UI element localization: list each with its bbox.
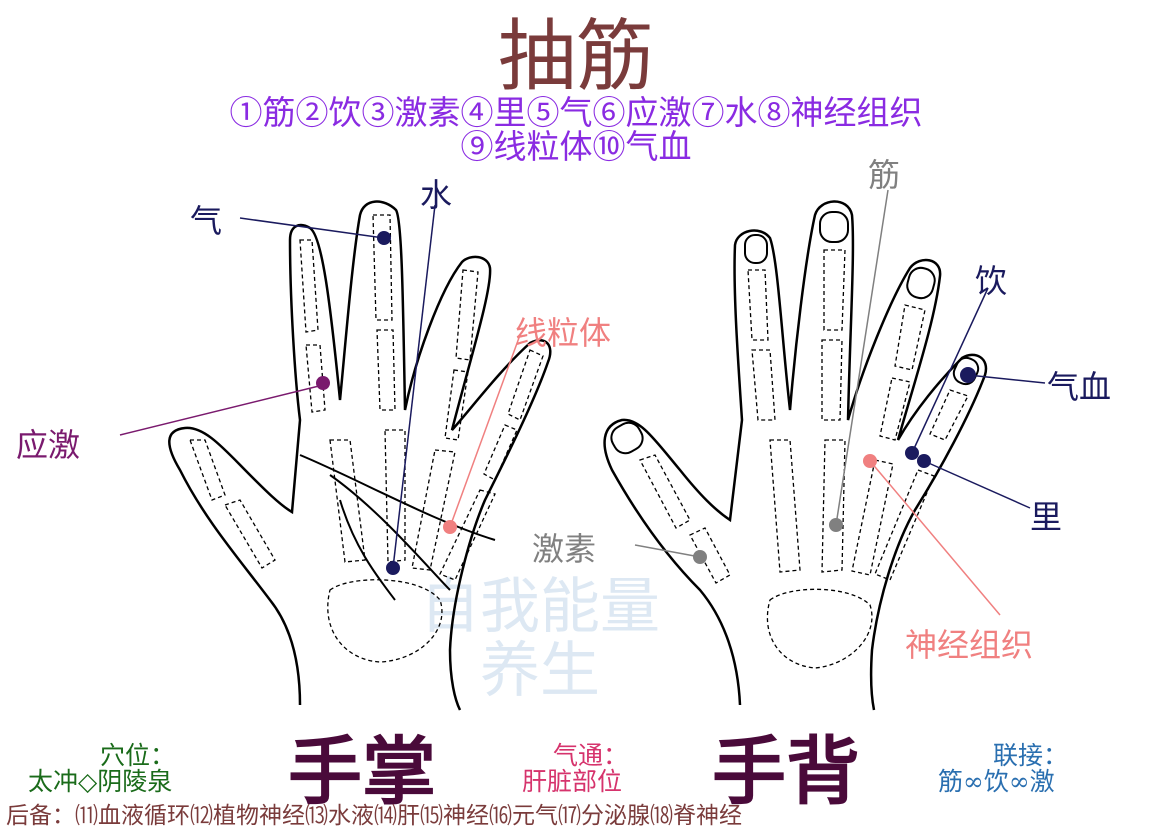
caption-palm: 手掌 bbox=[288, 729, 436, 815]
acupoint-label: 穴位： bbox=[100, 741, 176, 770]
palm-points bbox=[316, 231, 457, 575]
point-xianliti bbox=[443, 520, 457, 534]
label-shenjing: 神经组织 bbox=[905, 626, 1034, 664]
point-qi bbox=[377, 231, 391, 245]
back-points bbox=[693, 367, 976, 564]
back-nails bbox=[610, 211, 980, 455]
label-yin: 饮 bbox=[975, 262, 1008, 300]
point-jisu bbox=[693, 550, 707, 564]
caption-back: 手背 bbox=[712, 729, 860, 815]
point-yingji bbox=[316, 376, 330, 390]
watermark-line-2: 养生 bbox=[480, 636, 600, 706]
label-jisu: 激素 bbox=[532, 530, 597, 568]
palm-pointers bbox=[119, 204, 521, 569]
back-pointers bbox=[634, 189, 1046, 616]
label-jin: 筋 bbox=[868, 156, 901, 194]
label-qi: 气 bbox=[190, 202, 223, 240]
label-xianliti: 线粒体 bbox=[515, 314, 612, 352]
page-title: 抽筋 bbox=[497, 12, 654, 102]
palm-hand-outline bbox=[168, 200, 552, 711]
point-jin bbox=[829, 518, 843, 532]
qitong-value: 肝脏部位 bbox=[522, 767, 623, 796]
lianjie-label: 联接： bbox=[993, 741, 1069, 770]
back-bones bbox=[639, 249, 969, 669]
label-li: 里 bbox=[1030, 498, 1063, 536]
point-qixue bbox=[960, 367, 976, 383]
lianjie-value: 筋∞饮∞激 bbox=[938, 767, 1055, 796]
point-shui bbox=[386, 561, 400, 575]
legend-line-1: ①筋②饮③激素④里⑤气⑥应激⑦水⑧神经组织 bbox=[229, 93, 923, 132]
point-li bbox=[917, 454, 931, 468]
watermark: 自我能量 养生 bbox=[420, 575, 660, 703]
palm-crease-lines bbox=[299, 454, 496, 601]
legend-line-2: ⑨线粒体⑩气血 bbox=[460, 127, 692, 166]
acupoint-value: 太冲◇阴陵泉 bbox=[28, 767, 173, 796]
back-hand-outline bbox=[603, 200, 988, 711]
label-yingji: 应激 bbox=[16, 426, 81, 464]
label-qixue: 气血 bbox=[1047, 368, 1112, 406]
point-shenjing bbox=[863, 454, 877, 468]
point-yin bbox=[905, 446, 919, 460]
footer-notes: 后备：⑾血液循环⑿植物神经⒀水液⒁肝⒂神经⒃元气⒄分泌腺⒅脊神经 bbox=[6, 803, 742, 829]
label-shui: 水 bbox=[420, 176, 453, 214]
qitong-label: 气通： bbox=[553, 741, 629, 770]
